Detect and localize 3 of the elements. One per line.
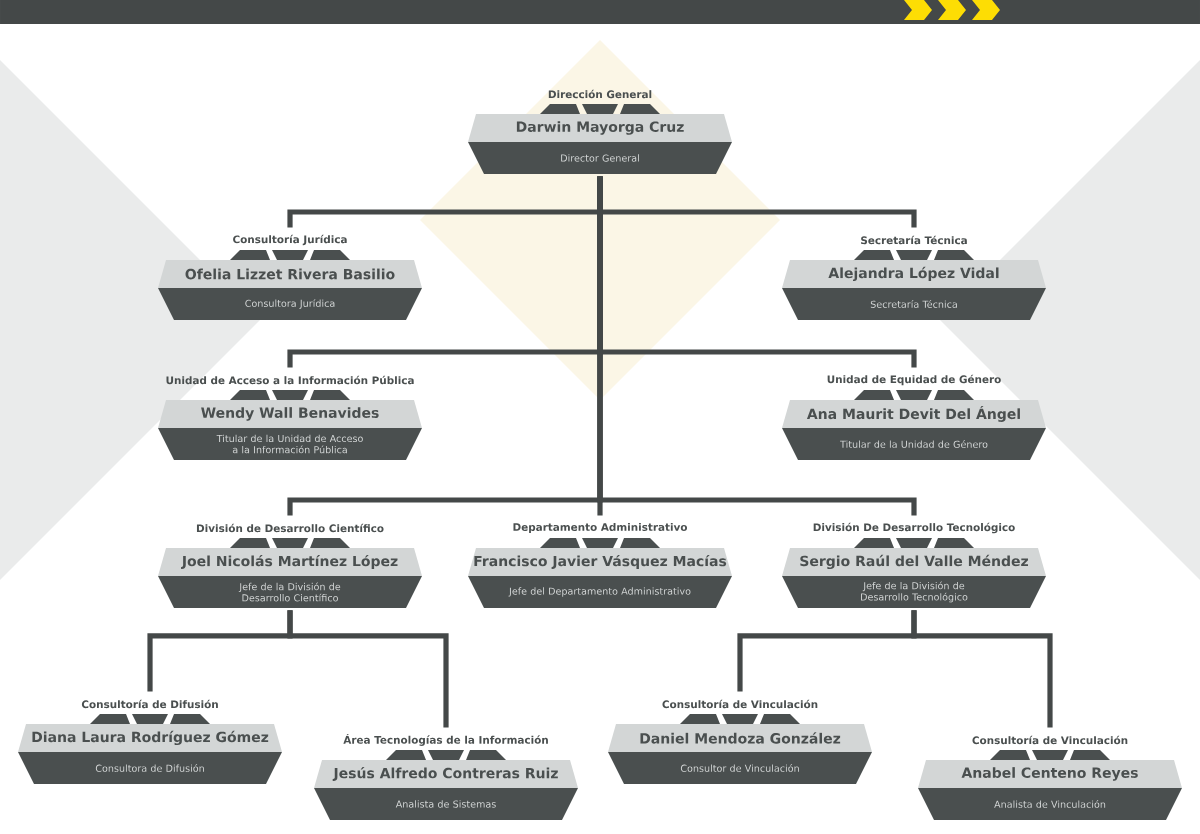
connector-line <box>597 176 917 516</box>
connector-line <box>911 610 1053 728</box>
connector-line <box>287 610 449 728</box>
